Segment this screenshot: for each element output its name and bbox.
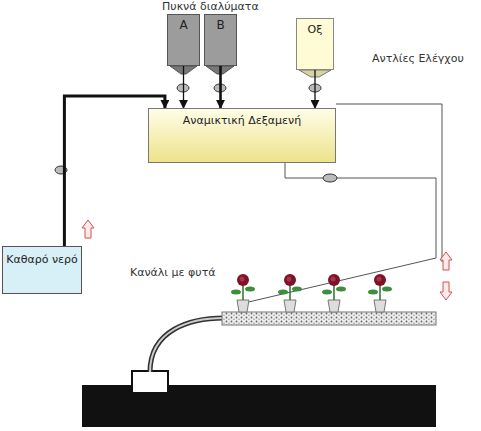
node-text: A [168,18,199,32]
node-text: B [205,18,236,32]
node-text: Οξ [297,23,333,36]
label: Κανάλι με φυτά [130,266,216,279]
concentrate-tank: A [167,14,200,66]
water-tank: Καθαρό νερό [2,246,82,294]
pipe-connector [219,66,222,108]
label: Πυκνά διαλύματα [162,0,259,13]
concentrate-tank: B [204,14,237,66]
node-text: Καθαρό νερό [3,253,81,266]
pipe-connector [314,70,315,108]
acid-tank: Οξ [296,18,334,70]
node-text: Αναμικτική Δεξαμενή [149,114,335,127]
pump-symbols [55,84,337,182]
pipe-connector [183,66,184,108]
label: Αντλίες Ελέγχου [372,52,464,65]
mixing-tank: Αναμικτική Δεξαμενή [148,108,336,163]
